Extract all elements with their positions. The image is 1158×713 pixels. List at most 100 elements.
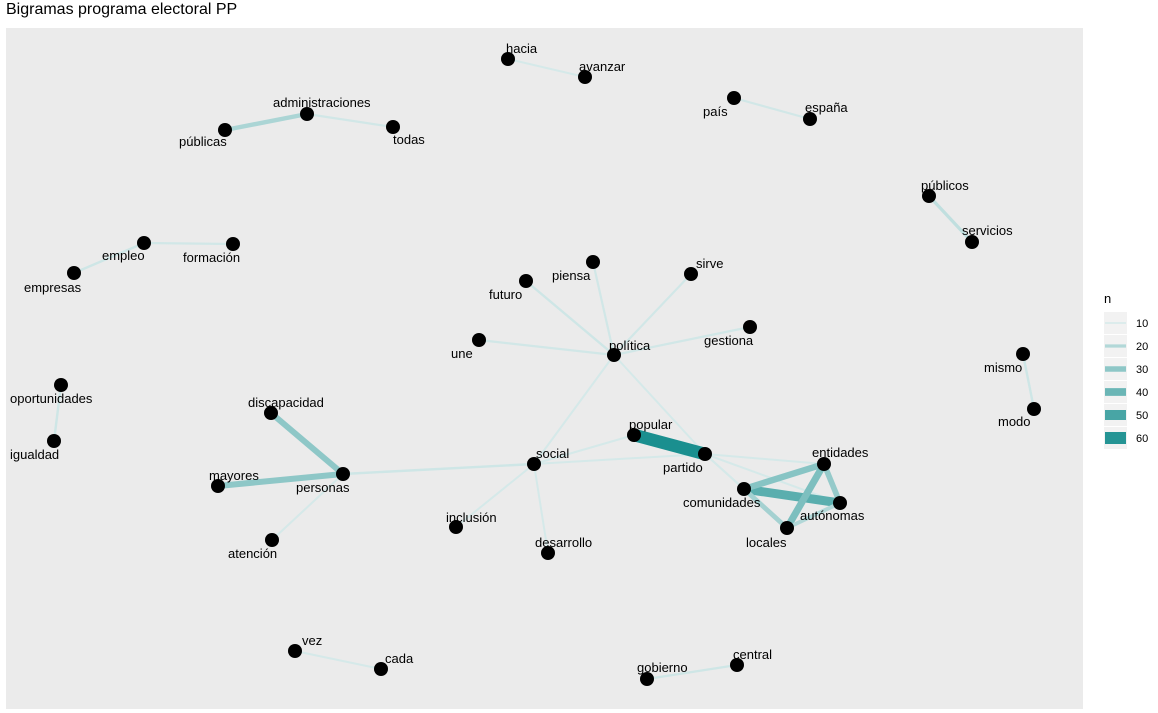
- node-label-atencion: atención: [228, 546, 277, 561]
- node-publicos: [922, 189, 936, 203]
- node-label-discapacidad: discapacidad: [248, 395, 324, 410]
- legend-label-40: 40: [1136, 387, 1148, 399]
- node-label-avanzar: avanzar: [579, 59, 626, 74]
- node-label-igualdad: igualdad: [10, 447, 59, 462]
- node-label-todas: todas: [393, 132, 425, 147]
- node-label-piensa: piensa: [552, 268, 591, 283]
- node-label-vez: vez: [302, 633, 322, 648]
- node-label-empresas: empresas: [24, 280, 82, 295]
- node-sirve: [684, 267, 698, 281]
- edge-personas-atencion: [271, 473, 344, 541]
- node-personas: [336, 467, 350, 481]
- node-label-administraciones: administraciones: [273, 95, 371, 110]
- node-label-empleo: empleo: [102, 248, 145, 263]
- node-une: [472, 333, 486, 347]
- plot-panel: [6, 28, 1083, 709]
- legend-label-60: 60: [1136, 433, 1148, 445]
- node-label-servicios: servicios: [962, 223, 1013, 238]
- edge-administraciones-todas: [306, 112, 394, 129]
- edge-comunidades-entidades: [743, 460, 825, 493]
- node-label-modo: modo: [998, 414, 1031, 429]
- node-publicas: [218, 123, 232, 137]
- edge-social-desarrollo: [533, 463, 549, 554]
- node-mismo: [1016, 347, 1030, 361]
- node-vez: [288, 644, 302, 658]
- node-inclusion: [449, 520, 463, 534]
- node-entidades: [817, 457, 831, 471]
- node-label-personas: personas: [296, 480, 350, 495]
- node-desarrollo: [541, 546, 555, 560]
- node-label-central: central: [733, 647, 772, 662]
- node-label-politica: política: [609, 338, 651, 353]
- node-gobierno: [640, 672, 654, 686]
- edge-personas-social: [342, 462, 535, 476]
- edge-une-politica: [478, 338, 615, 357]
- node-label-locales: locales: [746, 535, 787, 550]
- node-label-autonomas: autónomas: [800, 508, 865, 523]
- legend-label-10: 10: [1136, 318, 1148, 330]
- edge-oportunidades-igualdad: [52, 384, 63, 442]
- node-gestiona: [743, 320, 757, 334]
- edge-partido-entidades: [704, 453, 825, 465]
- edge-discapacidad-personas: [269, 410, 345, 477]
- node-cada: [374, 662, 388, 676]
- node-todas: [386, 120, 400, 134]
- edge-comunidades-locales: [742, 487, 789, 530]
- legend-label-30: 30: [1136, 364, 1148, 376]
- label-layer: hacia avanzar administraciones públicas toda…: [10, 41, 1031, 675]
- node-discapacidad: [264, 406, 278, 420]
- edge-sirve-politica: [613, 273, 692, 356]
- edge-piensa-politica: [591, 261, 616, 356]
- node-label-oportunidades: oportunidades: [10, 391, 93, 406]
- node-label-cada: cada: [385, 651, 414, 666]
- edge-politica-social: [533, 354, 615, 465]
- node-central: [730, 658, 744, 672]
- node-modo: [1027, 402, 1041, 416]
- legend-title: n: [1104, 291, 1111, 306]
- node-label-publicos: públicos: [921, 178, 969, 193]
- legend-label-50: 50: [1136, 410, 1148, 422]
- edge-gobierno-central: [646, 663, 738, 681]
- node-label-social: social: [536, 446, 569, 461]
- edge-futuro-politica: [525, 280, 615, 356]
- edge-publicos-servicios: [927, 194, 974, 244]
- node-autonomas: [833, 496, 847, 510]
- node-label-entidades: entidades: [812, 445, 869, 460]
- node-politica: [607, 348, 621, 362]
- edge-mayores-personas: [217, 471, 344, 489]
- chart-title: Bigramas programa electoral PP: [6, 1, 238, 18]
- node-pais: [727, 91, 741, 105]
- node-hacia: [501, 52, 515, 66]
- edge-social-inclusion: [455, 463, 535, 528]
- node-igualdad: [47, 434, 61, 448]
- edge-social-popular: [533, 434, 635, 465]
- node-label-gestiona: gestiona: [704, 333, 754, 348]
- edge-mismo-modo: [1021, 353, 1036, 410]
- node-label-publicas: públicas: [179, 134, 227, 149]
- node-empresas: [67, 266, 81, 280]
- node-empleo: [137, 236, 151, 250]
- node-mayores: [211, 479, 225, 493]
- node-servicios: [965, 235, 979, 249]
- edge-comunidades-autonomas: [743, 484, 841, 508]
- node-label-hacia: hacia: [506, 41, 538, 56]
- node-administraciones: [300, 107, 314, 121]
- node-label-gobierno: gobierno: [637, 660, 688, 675]
- node-label-partido: partido: [663, 460, 703, 475]
- node-popular: [627, 428, 641, 442]
- node-label-desarrollo: desarrollo: [535, 535, 592, 550]
- edge-layer: [52, 58, 1036, 681]
- node-label-futuro: futuro: [489, 287, 522, 302]
- edge-entidades-autonomas: [821, 462, 843, 505]
- node-label-comunidades: comunidades: [683, 495, 761, 510]
- edge-entidades-locales: [783, 462, 828, 530]
- edge-publicas-administraciones: [224, 111, 308, 133]
- node-label-mismo: mismo: [984, 360, 1022, 375]
- node-label-pais: país: [703, 104, 728, 119]
- node-comunidades: [737, 482, 751, 496]
- edge-pais-espana: [733, 96, 811, 121]
- node-atencion: [265, 533, 279, 547]
- edge-vez-cada: [294, 650, 382, 670]
